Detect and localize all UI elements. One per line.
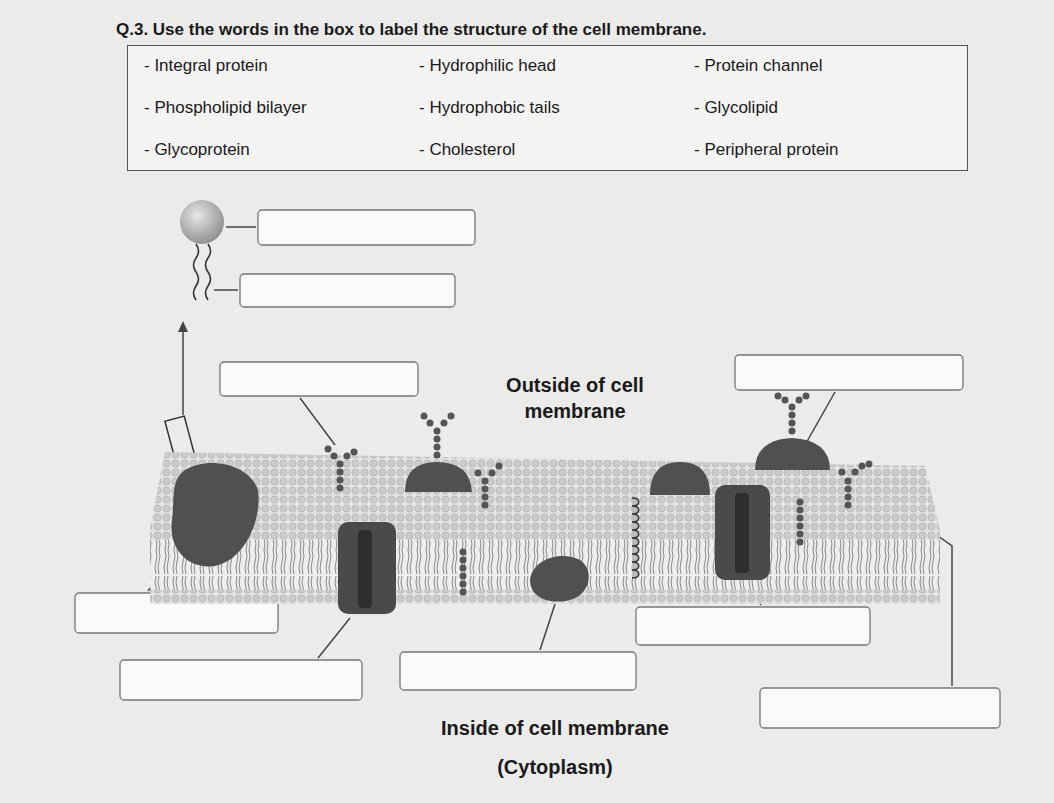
word-option: - Glycoprotein <box>144 140 419 160</box>
question-title: Q.3. Use the words in the box to label t… <box>116 20 706 40</box>
word-option: - Hydrophobic tails <box>419 98 694 118</box>
phospholipid-bilayer <box>150 452 940 604</box>
word-option: - Integral protein <box>144 56 419 76</box>
word-option: - Cholesterol <box>419 140 694 160</box>
membrane-proteins <box>171 438 830 614</box>
region-label: Inside of cell membrane <box>380 715 730 741</box>
word-option: - Phospholipid bilayer <box>144 98 419 118</box>
carbohydrate-chains <box>325 393 873 596</box>
word-option: - Peripheral protein <box>694 140 951 160</box>
cholesterol <box>632 498 639 578</box>
region-label: Outside of cell membrane <box>480 372 670 424</box>
leader-lines <box>148 227 952 686</box>
word-option: - Protein channel <box>694 56 951 76</box>
phospholipid-icon <box>180 200 224 300</box>
word-box: - Integral protein- Hydrophilic head- Pr… <box>127 45 968 171</box>
word-option: - Glycolipid <box>694 98 951 118</box>
word-option: - Hydrophilic head <box>419 56 694 76</box>
answer-boxes <box>75 210 1000 728</box>
region-label: (Cytoplasm) <box>430 754 680 780</box>
